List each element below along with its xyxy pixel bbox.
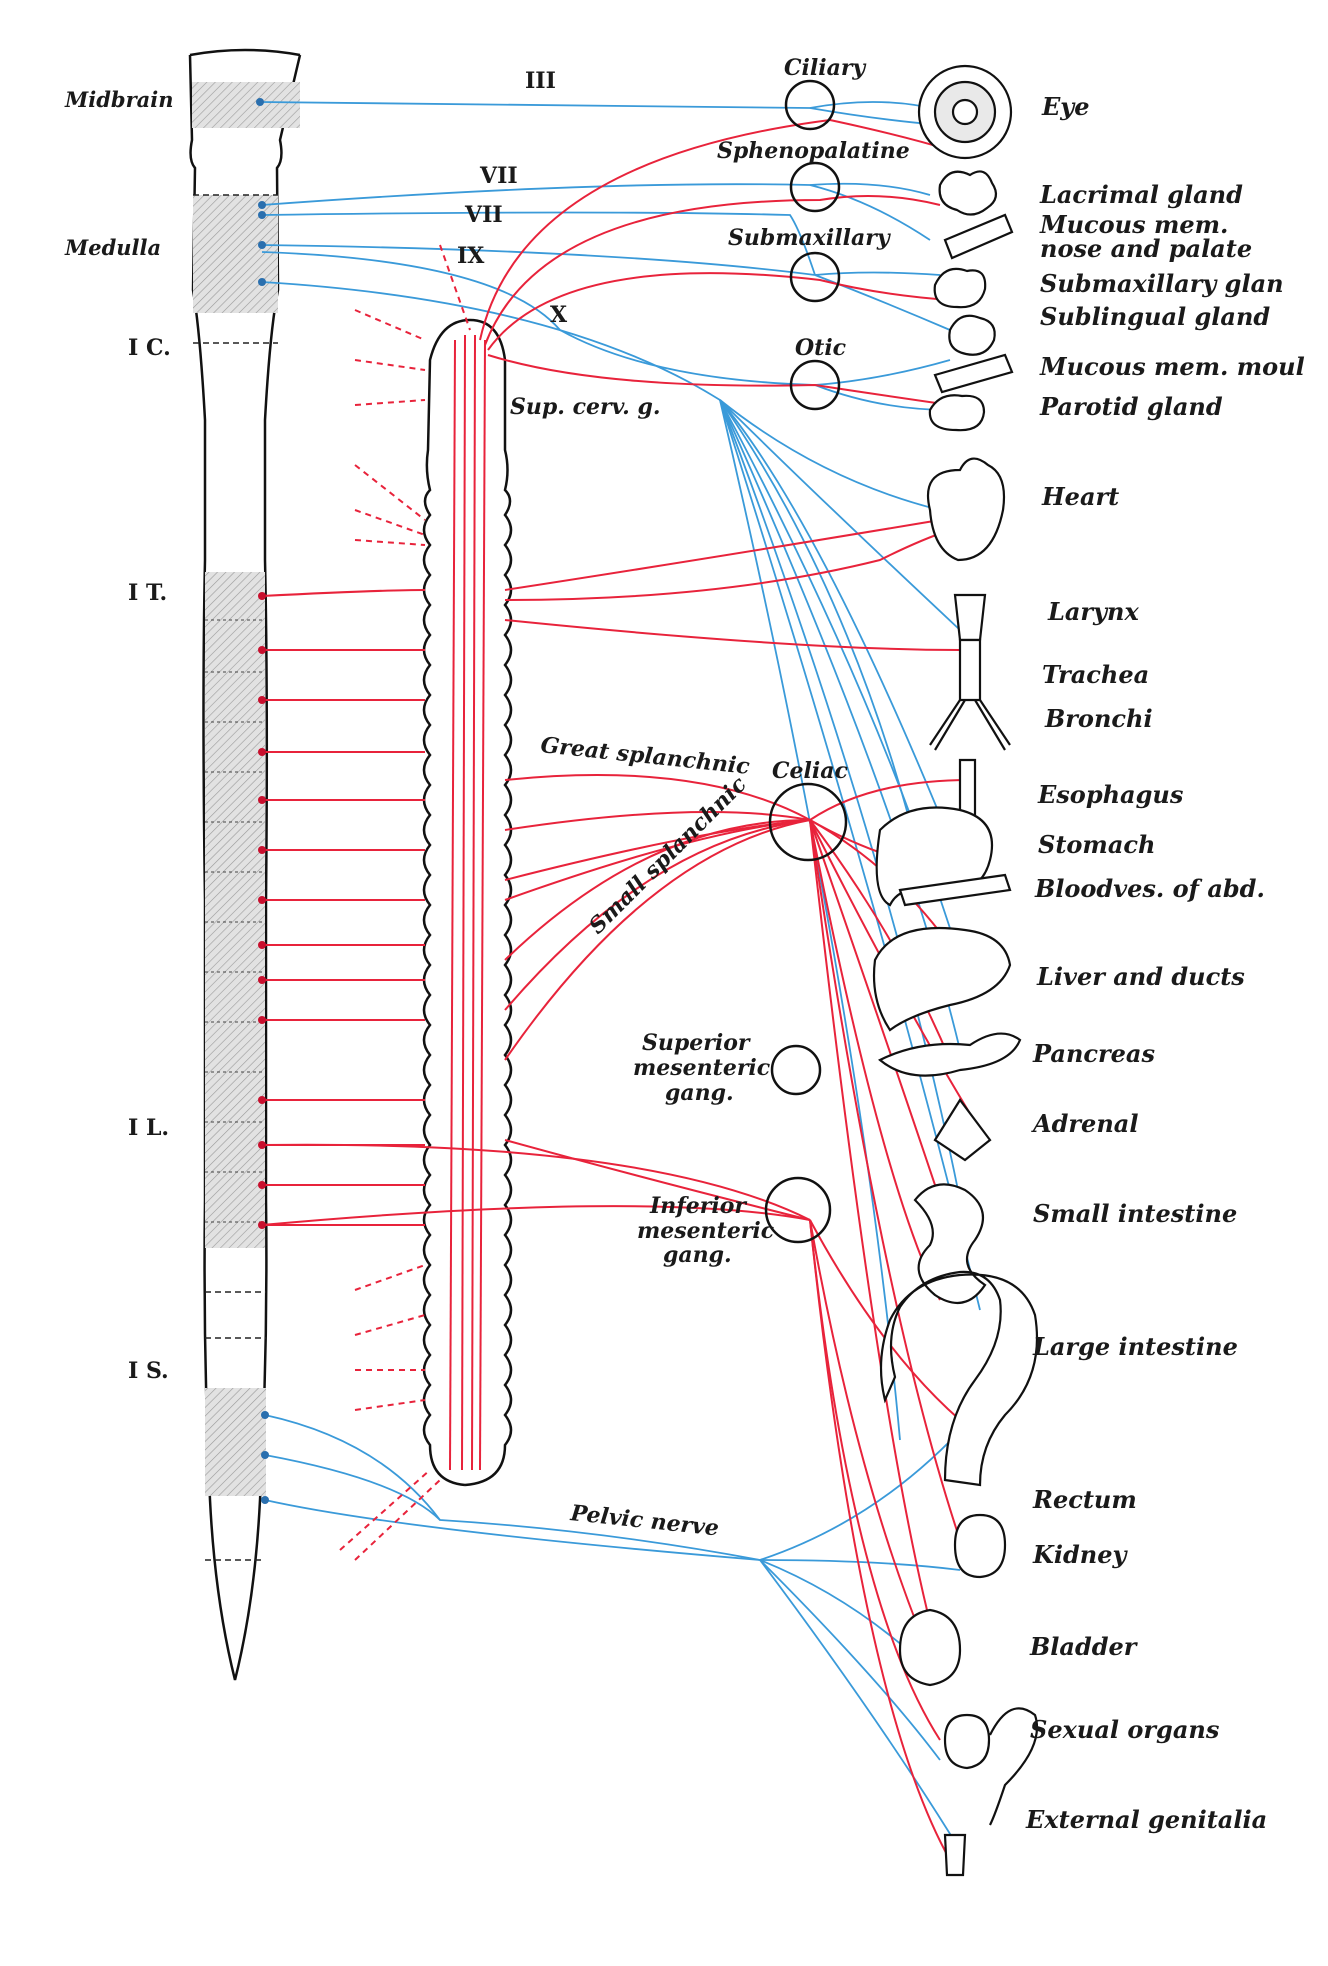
organ-label-trachea: Trachea — [1042, 660, 1149, 689]
organ-label-stomach: Stomach — [1038, 830, 1155, 859]
organ-labels: Eye Lacrimal gland Mucous mem. nose and … — [1025, 92, 1305, 1834]
organ-label-large-intestine: Large intestine — [1032, 1332, 1238, 1361]
superior-mesenteric-label-1: Superior — [642, 1030, 751, 1056]
inferior-mesenteric-label-1: Inferior — [649, 1193, 747, 1219]
sup-cerv-label: Sup. cerv. g. — [510, 394, 661, 420]
nerve-ix-label: IX — [457, 243, 485, 269]
cord-labels: Midbrain Medulla I C. I T. I L. I S. — [64, 87, 174, 1384]
inferior-mesenteric-ganglion — [764, 1176, 832, 1244]
organ-label-external-genitalia: External genitalia — [1025, 1805, 1267, 1834]
large-intestine-drawing — [879, 1270, 1039, 1487]
submaxillary-ganglion — [789, 251, 841, 303]
kidney-drawing — [953, 1513, 1007, 1579]
organ-label-larynx: Larynx — [1047, 597, 1139, 626]
otic-ganglion — [789, 359, 841, 411]
external-genitalia-drawing — [943, 1833, 967, 1877]
organ-label-bronchi: Bronchi — [1044, 704, 1153, 733]
inferior-mesenteric-label-3: gang. — [663, 1242, 732, 1268]
organ-label-sexual-organs: Sexual organs — [1030, 1715, 1220, 1744]
larynx-drawing — [953, 593, 987, 642]
organ-label-kidney: Kidney — [1032, 1540, 1128, 1569]
bronchi-drawing — [929, 699, 1011, 751]
organ-label-bloodvessels: Bloodves. of abd. — [1034, 874, 1265, 903]
submaxillary-label: Submaxillary — [728, 225, 892, 251]
sympathetic-preganglionic-stubs — [339, 244, 471, 1561]
sympathetic-origin-dots — [258, 592, 266, 1229]
adrenal-drawing — [933, 1098, 992, 1162]
abdominal-vessels-drawing — [898, 873, 1012, 907]
organ-label-eye: Eye — [1041, 92, 1090, 121]
organ-label-pancreas: Pancreas — [1032, 1039, 1155, 1068]
sacral-shaded-region — [205, 1388, 266, 1496]
otic-label: Otic — [795, 335, 847, 361]
organ-label-heart: Heart — [1041, 482, 1119, 511]
liver-drawing — [872, 926, 1012, 1032]
heart-drawing — [926, 457, 1006, 562]
sexual-organs-drawing — [943, 1707, 1039, 1826]
ganglion-labels: Ciliary Sphenopalatine Submaxillary Otic… — [510, 55, 910, 1268]
inferior-mesenteric-label-2: mesenteric — [637, 1218, 775, 1244]
organ-label-adrenal: Adrenal — [1031, 1109, 1138, 1138]
organ-label-mucous-nose-2: nose and palate — [1040, 234, 1252, 263]
bladder-drawing — [898, 1608, 962, 1687]
organ-label-mucous-mouth: Mucous mem. moul — [1039, 352, 1305, 381]
parotid-gland-drawing — [928, 394, 986, 432]
superior-mesenteric-label-2: mesenteric — [633, 1055, 771, 1081]
celiac-ganglion — [768, 782, 848, 862]
superior-mesenteric-label-3: gang. — [665, 1080, 734, 1106]
ciliary-ganglion — [784, 79, 836, 131]
organ-label-small-intestine: Small intestine — [1033, 1199, 1237, 1228]
great-splanchnic-label: Great splanchnic — [539, 732, 751, 780]
sphenopalatine-label: Sphenopalatine — [717, 138, 910, 164]
organ-label-rectum: Rectum — [1032, 1485, 1137, 1514]
organ-drawings — [872, 64, 1039, 1877]
organ-label-sublingual: Sublingual gland — [1040, 302, 1270, 331]
oral-mucosa-drawing — [933, 353, 1014, 394]
organ-label-bladder: Bladder — [1029, 1632, 1139, 1661]
parasympathetic-origin-dots — [256, 98, 269, 1504]
submaxillary-gland-drawing — [933, 267, 987, 309]
midbrain-label: Midbrain — [64, 87, 174, 112]
superior-mesenteric-ganglion — [770, 1044, 822, 1096]
organ-label-esophagus: Esophagus — [1037, 780, 1184, 809]
sublingual-gland-drawing — [948, 314, 996, 356]
organ-label-mucous-nose-1: Mucous mem. — [1039, 210, 1228, 239]
ciliary-label: Ciliary — [784, 55, 867, 81]
celiac-label: Celiac — [772, 758, 848, 784]
sacral-segment-label: I S. — [128, 1358, 169, 1384]
pelvic-nerve-label: Pelvic nerve — [568, 1500, 720, 1542]
organ-label-parotid: Parotid gland — [1039, 392, 1223, 421]
thoracolumbar-shaded-region — [205, 572, 265, 1248]
nerve-x-label: X — [550, 302, 568, 328]
organ-label-lacrimal: Lacrimal gland — [1039, 180, 1243, 209]
sympathetic-chain — [422, 318, 513, 1487]
nerve-vii-label-2: VII — [464, 202, 503, 228]
eye-drawing — [917, 64, 1013, 160]
medulla-label: Medulla — [64, 235, 161, 260]
thoracic-segment-label: I T. — [128, 580, 167, 606]
cervical-segment-label: I C. — [128, 335, 171, 361]
parasympathetic-fibers — [259, 101, 981, 1851]
sympathetic-fibers — [261, 118, 981, 1861]
lumbar-segment-label: I L. — [128, 1115, 169, 1141]
ganglia-circles — [764, 79, 848, 1244]
nerve-iii-label: III — [525, 68, 556, 94]
organ-label-submaxillary: Submaxillary glan — [1040, 269, 1284, 298]
pancreas-drawing — [878, 1032, 1022, 1077]
trachea-drawing — [958, 638, 982, 702]
nasal-mucosa-drawing — [943, 213, 1014, 260]
organ-label-liver: Liver and ducts — [1036, 962, 1245, 991]
spinal-cord — [188, 48, 302, 1681]
lacrimal-gland-drawing — [938, 170, 998, 216]
sphenopalatine-ganglion — [789, 161, 841, 213]
midbrain-shaded-region — [192, 82, 300, 128]
nerve-vii-label-1: VII — [479, 163, 518, 189]
